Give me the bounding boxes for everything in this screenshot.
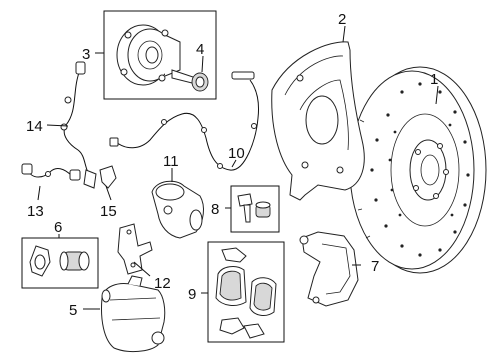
pad-wear-sensor xyxy=(109,71,259,171)
callout-7: 7 xyxy=(371,258,379,275)
splash-shield xyxy=(271,41,365,201)
hub-group-frame xyxy=(103,10,217,100)
callout-10: 10 xyxy=(228,145,245,162)
callout-6: 6 xyxy=(54,219,62,236)
brake-pad-frame xyxy=(207,241,285,343)
speed-sensor-harness xyxy=(21,163,81,181)
brake-caliper xyxy=(101,275,166,353)
callout-8: 8 xyxy=(211,201,219,218)
hub-bolt xyxy=(171,69,209,92)
mounting-bracket xyxy=(117,223,153,275)
guide-pin-frame xyxy=(21,237,99,289)
bolt-kit-frame xyxy=(230,185,280,233)
callout-11: 11 xyxy=(163,153,179,170)
hub-bearing-assembly xyxy=(116,24,181,86)
caliper-bolt-kit xyxy=(237,193,271,223)
callout-12: 12 xyxy=(154,275,171,292)
caliper-support-bracket xyxy=(299,231,359,307)
caliper-guide-pin-kit xyxy=(29,245,90,277)
parking-brake-actuator xyxy=(151,180,204,239)
callout-1: 1 xyxy=(430,71,438,88)
callout-9: 9 xyxy=(188,286,196,303)
leader-lines xyxy=(37,25,439,310)
callout-5: 5 xyxy=(69,302,77,319)
callout-14: 14 xyxy=(26,118,43,135)
brake-pad-set xyxy=(215,247,277,339)
abs-wheel-speed-sensor xyxy=(60,61,97,189)
callout-3: 3 xyxy=(82,46,90,63)
callout-13: 13 xyxy=(27,203,44,220)
callout-15: 15 xyxy=(100,203,117,220)
callout-4: 4 xyxy=(196,41,204,58)
brake-rotor xyxy=(349,66,487,274)
callout-2: 2 xyxy=(338,11,346,28)
callout-labels: 1 2 3 4 5 6 7 8 9 10 11 12 13 14 15 xyxy=(26,11,438,319)
sensor-clip xyxy=(99,165,117,189)
